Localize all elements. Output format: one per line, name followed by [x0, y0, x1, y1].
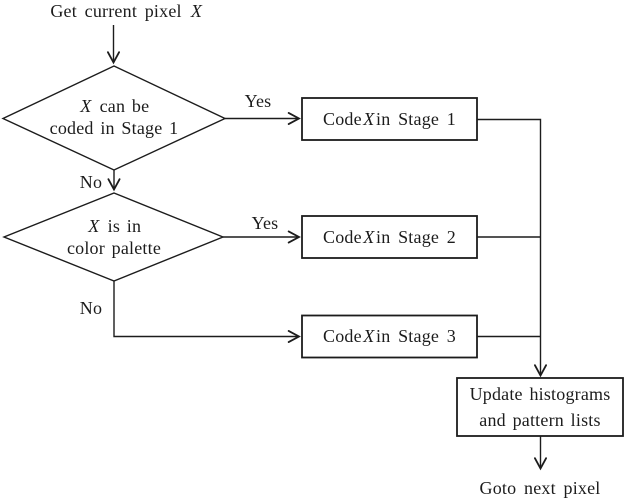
- process-stage3-label: Code X in Stage 3: [302, 315, 477, 358]
- process2-suffix: in Stage 2: [376, 226, 456, 247]
- decision-palette-label: X is in color palette: [34, 215, 194, 259]
- process1-suffix: in Stage 1: [376, 108, 456, 129]
- decision1-math-x: X: [80, 96, 92, 116]
- decision-diamond-palette: [2, 192, 225, 282]
- process-box-stage3: [301, 314, 478, 359]
- decision1-line1-rest: can be: [92, 96, 150, 116]
- process3-math-x: X: [363, 326, 375, 346]
- process2-prefix: Code: [323, 226, 362, 247]
- edge-process1-to-update: [477, 118, 548, 378]
- decision2-line2: color palette: [66, 238, 162, 258]
- decision-stage1-label: X can be coded in Stage 1: [34, 95, 194, 139]
- process1-math-x: X: [363, 108, 375, 129]
- update-box-label: Update histograms and pattern lists: [457, 378, 623, 436]
- process3-prefix: Code: [323, 326, 362, 346]
- process1-prefix: Code: [323, 108, 362, 129]
- yes-label-1: Yes: [244, 91, 272, 111]
- process-box-stage1: [301, 97, 478, 141]
- update-box: [456, 377, 624, 437]
- process-box-stage2: [301, 215, 478, 259]
- process2-math-x: X: [363, 226, 375, 247]
- yes-label-2: Yes: [251, 213, 279, 233]
- process-stage2-label: Code X in Stage 2: [302, 216, 477, 258]
- start-label-math-x: X: [190, 1, 203, 21]
- process-stage1-label: Code X in Stage 1: [302, 98, 477, 140]
- no-label-1: No: [79, 172, 103, 192]
- decision-diamond-stage1: [1, 65, 227, 171]
- decision2-math-x: X: [88, 216, 100, 236]
- update-line2: and pattern lists: [479, 410, 601, 430]
- decision2-line1-rest: is in: [100, 216, 142, 236]
- update-line1: Update histograms: [469, 384, 611, 404]
- decision1-line2: coded in Stage 1: [49, 118, 179, 138]
- start-label: Get current pixel X: [27, 1, 227, 21]
- end-label: Goto next pixel: [479, 478, 601, 498]
- start-label-text: Get current pixel: [50, 1, 190, 21]
- edge-no2-to-process3: [113, 281, 301, 344]
- process3-suffix: in Stage 3: [376, 326, 456, 346]
- no-label-2: No: [79, 298, 103, 318]
